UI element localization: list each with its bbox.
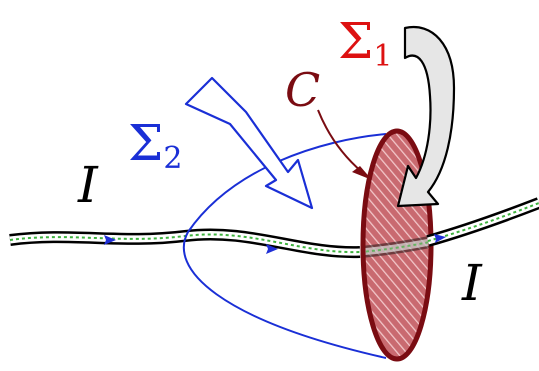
current-label-left: I [77, 156, 99, 214]
current-arrow-left-1 [104, 235, 116, 245]
current-label-right: I [461, 254, 483, 312]
wire-right-current-path [427, 202, 539, 242]
curve-c-label: C [285, 63, 320, 117]
wire-hidden-current [363, 239, 431, 253]
sigma1-label: Σ1 [338, 12, 392, 74]
wire-left-current-path [9, 233, 361, 254]
sigma1-pointer-arrow [398, 27, 454, 207]
current-arrow-left-2 [266, 244, 278, 254]
wire-through-disk [363, 234, 431, 258]
current-arrow-right [434, 234, 446, 243]
surface-sigma2-outline [182, 133, 387, 359]
wire-right [426, 197, 539, 247]
wire-right-core [427, 199, 539, 245]
sigma2-label: Σ2 [128, 114, 182, 176]
curve-c-pointer-head [352, 166, 372, 180]
sigma2-pointer-arrow [184, 76, 314, 210]
sigma1-pointer-outline [396, 25, 456, 208]
wire-left [9, 228, 361, 259]
